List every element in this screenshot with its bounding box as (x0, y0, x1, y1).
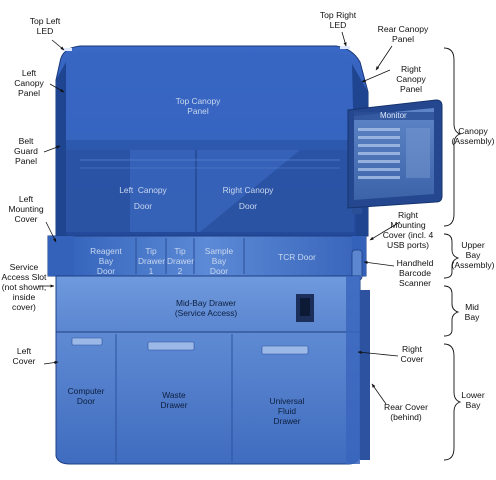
label-monitor: Monitor (380, 111, 407, 120)
leader-belt-guard-panel (43, 145, 61, 153)
label-mid-bay: Mid Bay (464, 302, 480, 322)
label-rear-canopy-panel: Rear Canopy Panel (377, 24, 429, 44)
leader-right-canopy-panel (361, 69, 391, 83)
belt-guard-panel (60, 140, 356, 148)
label-computer-door: Computer Door (67, 386, 105, 406)
top-left-led (62, 48, 72, 51)
brace-mid-bay (443, 285, 460, 337)
left-mounting-cover (48, 236, 74, 276)
label-service-access-slot: Service Access Slot (not shown, inside c… (1, 262, 47, 312)
rear-cover (360, 290, 370, 460)
label-right-mounting-cover: Right Mounting Cover (incl. 4 USB ports) (382, 210, 434, 250)
leader-rear-cover (371, 383, 387, 405)
fluid-drawer-handle (261, 345, 309, 355)
label-right-canopy-door: Right Canopy Door (222, 185, 274, 211)
brace-canopy (443, 47, 462, 227)
monitor-list (358, 128, 430, 179)
leader-lines (38, 31, 401, 405)
label-tcr-door: TCR Door (278, 252, 316, 262)
label-left-canopy-panel: Left Canopy Panel (14, 68, 44, 98)
label-right-canopy-panel: Right Canopy Panel (396, 64, 426, 94)
label-universal-fluid-drawer: Universal Fluid Drawer (269, 396, 305, 426)
waste-drawer-handle (147, 341, 195, 351)
label-mid-bay-drawer: Mid-Bay Drawer (Service Access) (174, 298, 238, 318)
computer-door-handle (71, 337, 103, 346)
label-rear-cover: Rear Cover (behind) (384, 402, 428, 422)
monitor-titlebar (354, 112, 434, 120)
right-cover (346, 276, 360, 464)
top-canopy-panel (64, 52, 356, 140)
top-right-led (340, 46, 350, 49)
leader-top-left-led (51, 39, 65, 51)
label-top-canopy-panel: Top Canopy Panel (175, 96, 221, 116)
braces (443, 47, 462, 461)
leader-right-mounting-cover (369, 221, 401, 241)
leader-left-mounting-cover (45, 221, 57, 243)
label-left-mounting-cover: Left Mounting Cover (8, 194, 44, 224)
label-tip-drawer-2: Tip Drawer 2 (167, 246, 194, 276)
leader-top-right-led (341, 31, 347, 47)
label-sample-bay-door: Sample Bay Door (204, 246, 234, 276)
brace-lower-bay (443, 343, 462, 461)
label-top-right-led: Top Right LED (319, 10, 357, 30)
leader-left-canopy-panel (49, 83, 65, 93)
label-left-cover: Left Cover (12, 346, 36, 366)
label-top-left-led: Top Left LED (29, 16, 61, 36)
label-left-canopy-door: Left Canopy Door (119, 185, 167, 211)
mid-bay-handle-slot-inner (300, 298, 310, 316)
label-upper-bay-assembly: Upper Bay (Assembly) (451, 240, 495, 270)
label-lower-bay: Lower Bay (461, 390, 485, 410)
label-reagent-bay-door: Reagent Bay Door (90, 246, 122, 276)
canopy-reflection (130, 150, 300, 232)
label-belt-guard-panel: Belt Guard Panel (14, 136, 38, 166)
label-handheld-barcode-scanner: Handheld Barcode Scanner (396, 258, 434, 288)
leader-left-cover (43, 360, 59, 365)
upper-bay (47, 235, 367, 277)
label-right-cover: Right Cover (400, 344, 424, 364)
brace-upper-bay (443, 233, 460, 279)
label-canopy-assembly: Canopy (Assembly) (451, 126, 495, 146)
leader-barcode-scanner (363, 260, 395, 267)
label-tip-drawer-1: Tip Drawer 1 (138, 246, 165, 276)
label-waste-drawer: Waste Drawer (160, 390, 188, 410)
leader-rear-canopy-panel (375, 45, 393, 71)
leader-right-cover (357, 350, 399, 357)
left-canopy-panel (56, 62, 66, 236)
